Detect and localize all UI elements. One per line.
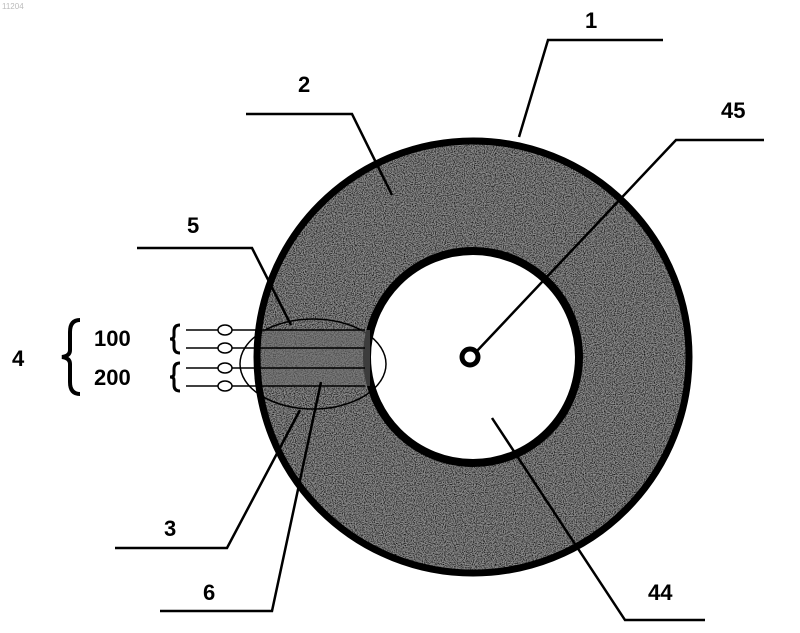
label-6: 6 (203, 580, 215, 605)
label-4: 4 (12, 346, 25, 371)
label-3: 3 (164, 516, 176, 541)
label-100: 100 (94, 326, 131, 351)
label-1: 1 (585, 8, 597, 33)
label-45: 45 (721, 98, 745, 123)
connector-1 (218, 325, 232, 335)
connector-3 (218, 363, 232, 373)
brace-100 (170, 325, 180, 353)
brace-group-4 (62, 320, 80, 394)
label-5: 5 (187, 213, 199, 238)
label-44: 44 (648, 580, 673, 605)
brace-200 (170, 363, 180, 391)
figure-id-text: 11204 (2, 2, 24, 11)
leader-1 (519, 40, 663, 137)
label-2: 2 (298, 72, 310, 97)
connector-2 (218, 343, 232, 353)
connector-4 (218, 381, 232, 391)
label-200: 200 (94, 365, 131, 390)
